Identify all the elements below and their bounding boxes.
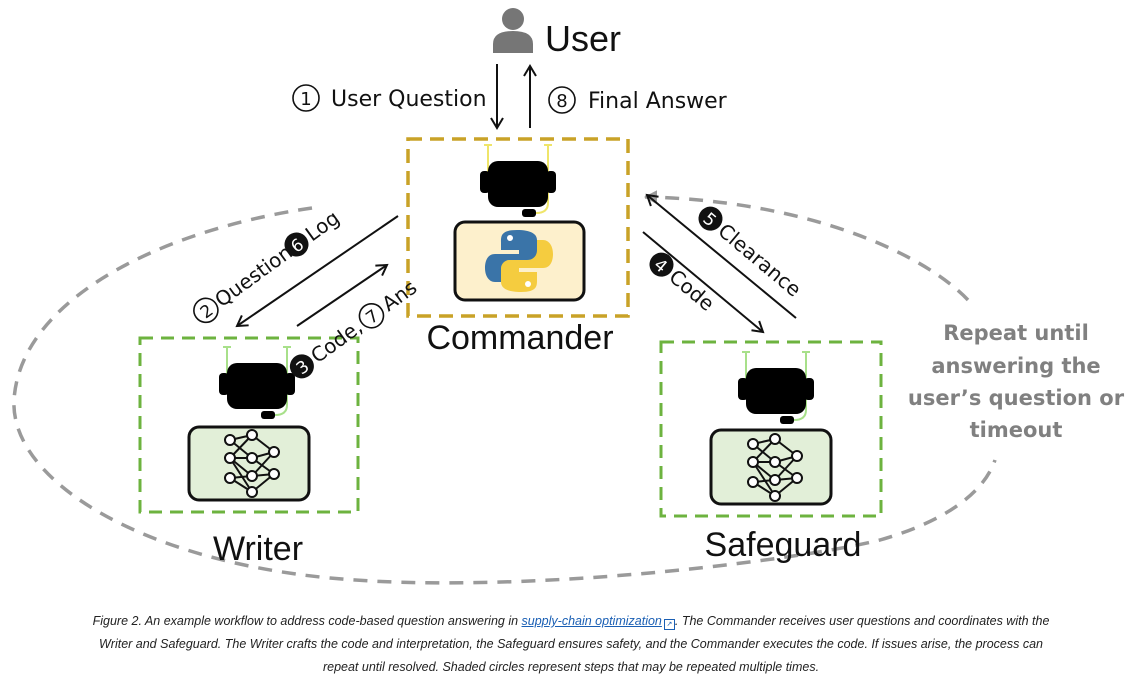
safeguard-label: Safeguard [705, 526, 862, 564]
svg-text:8: 8 [556, 91, 567, 112]
supply-chain-link[interactable]: supply-chain optimization [521, 614, 662, 628]
step-1-label: 1 User Question [292, 84, 487, 112]
caption-prefix: Figure 2. An example workflow to address… [92, 614, 522, 628]
step-5-label: 5 Clearance [698, 206, 806, 301]
svg-text:user’s question or: user’s question or [908, 386, 1125, 410]
external-link-icon[interactable]: ↗ [663, 619, 675, 630]
svg-text:1: 1 [300, 89, 311, 110]
arrow-safeguard-to-commander [645, 193, 797, 319]
arrow-commander-to-safeguard [642, 231, 765, 334]
svg-text:timeout: timeout [970, 418, 1063, 442]
commander-node: #cm .dk{fill:#7a7a2a}#cm .md{fill:#a8a24… [406, 137, 630, 318]
arrow-writer-to-commander [296, 263, 389, 327]
step-8-label: 8 Final Answer [548, 86, 728, 114]
arrow-commander-to-writer [235, 215, 399, 328]
svg-text:Final Answer: Final Answer [588, 89, 728, 114]
writer-node: #wr .dk{fill:#4e7a42}#wr .md{fill:#6f9f6… [138, 336, 360, 514]
repeat-loop-path-top [644, 190, 970, 302]
svg-text:Repeat until: Repeat until [943, 321, 1089, 345]
caption-line3: repeat until resolved. Shaded circles re… [322, 660, 820, 674]
user-label: User [545, 18, 621, 59]
caption-line1-suffix: . The Commander receives user questions … [674, 614, 1050, 628]
safeguard-node: #sg .dk{fill:#4e7a42}#sg .md{fill:#6f9f6… [659, 340, 883, 518]
commander-label: Commander [426, 319, 613, 357]
user-icon [493, 8, 533, 53]
figure-caption: Figure 2. An example workflow to address… [0, 610, 1142, 679]
svg-text:User Question: User Question [331, 87, 487, 112]
step-4-label: 4 Code [649, 252, 719, 316]
svg-text:answering the: answering the [931, 354, 1100, 378]
caption-line2: Writer and Safeguard. The Writer crafts … [98, 637, 1044, 651]
loop-note: Repeat until answering the user’s questi… [908, 321, 1125, 442]
writer-label: Writer [213, 530, 303, 568]
repeat-loop-path [12, 206, 997, 585]
workflow-diagram: User 1 User Question 8 Final Answer #cm … [12, 8, 1125, 585]
python-logo-icon [485, 230, 553, 292]
